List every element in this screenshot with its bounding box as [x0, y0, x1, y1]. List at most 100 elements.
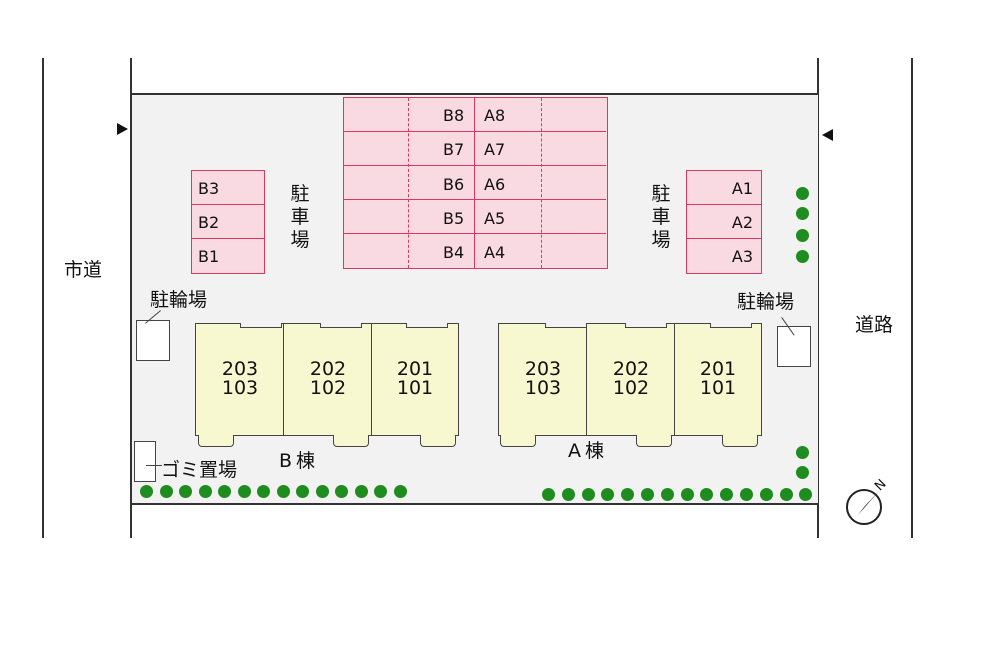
parking-spot-b3[interactable]: B3	[191, 170, 265, 206]
building-notch	[240, 323, 282, 328]
tree-icon	[740, 488, 753, 501]
tree-icon	[796, 229, 809, 242]
tree-icon	[796, 466, 809, 479]
balcony-notch	[198, 435, 234, 447]
tree-icon	[296, 485, 309, 498]
garbage-area	[134, 441, 156, 482]
unit-b-202-102[interactable]: 202 102	[283, 323, 373, 436]
parking-label-right: 駐車場	[651, 183, 671, 251]
right-road-inner-line	[817, 58, 819, 538]
tree-icon	[393, 485, 407, 498]
parking-spot-a2[interactable]: A2	[686, 204, 762, 240]
building-notch	[710, 323, 752, 328]
parking-spot-b8[interactable]: B8	[443, 106, 465, 125]
entrance-arrow-right-icon	[822, 129, 833, 141]
unit-upper-number: 203	[221, 358, 259, 380]
parking-spot-b6[interactable]: B6	[443, 175, 465, 194]
tree-icon	[799, 488, 813, 501]
tree-icon	[542, 488, 555, 501]
parking-spot-label: B2	[198, 212, 220, 232]
parking-row-line	[344, 165, 606, 166]
parking-spot-a7[interactable]: A7	[484, 140, 506, 159]
building-notch	[625, 323, 667, 328]
unit-upper-number: 201	[699, 358, 737, 380]
unit-upper-number: 201	[396, 358, 434, 380]
balcony-notch	[500, 435, 536, 447]
parking-row-line	[344, 233, 606, 234]
right-road-outer-line	[911, 58, 913, 538]
tree-icon	[257, 485, 270, 498]
parking-spot-label: A2	[731, 212, 753, 232]
parking-spot-label: A3	[731, 246, 753, 266]
bicycle-parking-label-right: 駐輪場	[737, 291, 795, 313]
unit-lower-number: 103	[524, 377, 562, 399]
parking-row-line	[344, 131, 606, 132]
parking-spot-b2[interactable]: B2	[191, 204, 265, 240]
entrance-arrow-left-icon	[117, 123, 128, 135]
parking-spot-label: B1	[198, 246, 220, 266]
building-notch	[406, 323, 448, 328]
parking-spot-b1[interactable]: B1	[191, 238, 265, 274]
parking-divider-dashed	[408, 98, 409, 268]
left-road-outer-line	[42, 58, 44, 538]
parking-spot-a3[interactable]: A3	[686, 238, 762, 274]
building-a-label: A棟	[568, 440, 608, 462]
unit-upper-number: 202	[309, 358, 347, 380]
tree-icon	[601, 488, 615, 501]
parking-row-line	[344, 199, 606, 200]
tree-icon	[796, 187, 809, 200]
building-notch	[320, 323, 362, 328]
tree-icon	[660, 488, 674, 501]
balcony-notch	[420, 435, 456, 447]
right-road-label: 道路	[855, 314, 894, 336]
tree-icon	[374, 485, 387, 498]
parking-spot-a8[interactable]: A8	[484, 106, 506, 125]
tree-icon	[796, 250, 809, 263]
unit-b-203-103[interactable]: 203 103	[195, 323, 285, 436]
garbage-leader-line	[146, 465, 162, 466]
tree-icon	[581, 488, 595, 501]
building-notch	[545, 323, 587, 328]
tree-icon	[140, 485, 153, 498]
parking-spot-a6[interactable]: A6	[484, 175, 506, 194]
unit-upper-number: 203	[524, 358, 562, 380]
unit-upper-number: 202	[612, 358, 650, 380]
parking-divider-dashed	[541, 98, 542, 268]
unit-a-201-101[interactable]: 201 101	[674, 323, 762, 436]
tree-icon	[796, 446, 809, 459]
parking-spot-a5[interactable]: A5	[484, 209, 506, 228]
tree-icon	[700, 488, 714, 501]
tree-icon	[159, 485, 173, 498]
unit-lower-number: 101	[699, 377, 737, 399]
tree-icon	[335, 485, 348, 498]
parking-spot-b4[interactable]: B4	[443, 243, 465, 262]
compass-north-icon	[844, 482, 888, 526]
tree-icon	[621, 488, 635, 501]
balcony-notch	[333, 435, 369, 447]
unit-lower-number: 101	[396, 377, 434, 399]
tree-icon	[779, 488, 793, 501]
unit-lower-number: 103	[221, 377, 259, 399]
tree-icon	[641, 488, 654, 501]
parking-spot-label: A1	[731, 178, 753, 198]
unit-lower-number: 102	[612, 377, 650, 399]
tree-icon	[354, 485, 368, 498]
tree-icon	[680, 488, 694, 501]
left-road-inner-line	[130, 58, 132, 538]
tree-icon	[796, 207, 809, 220]
tree-icon	[315, 485, 329, 498]
parking-label-left: 駐車場	[290, 183, 310, 251]
parking-spot-b5[interactable]: B5	[443, 209, 465, 228]
unit-a-203-103[interactable]: 203 103	[498, 323, 588, 436]
parking-spot-a4[interactable]: A4	[484, 243, 506, 262]
garbage-label: ゴミ置場	[161, 459, 238, 481]
tree-icon	[276, 485, 290, 498]
parking-spot-b7[interactable]: B7	[443, 140, 465, 159]
parking-spot-a1[interactable]: A1	[686, 170, 762, 206]
left-road-label: 市道	[64, 259, 103, 281]
tree-icon	[237, 485, 251, 498]
unit-a-202-102[interactable]: 202 102	[586, 323, 676, 436]
tree-icon	[561, 488, 575, 501]
center-parking-block: B8 A8 B7 A7 B6 A6 B5 A5 B4 A4	[343, 97, 608, 269]
unit-b-201-101[interactable]: 201 101	[371, 323, 459, 436]
